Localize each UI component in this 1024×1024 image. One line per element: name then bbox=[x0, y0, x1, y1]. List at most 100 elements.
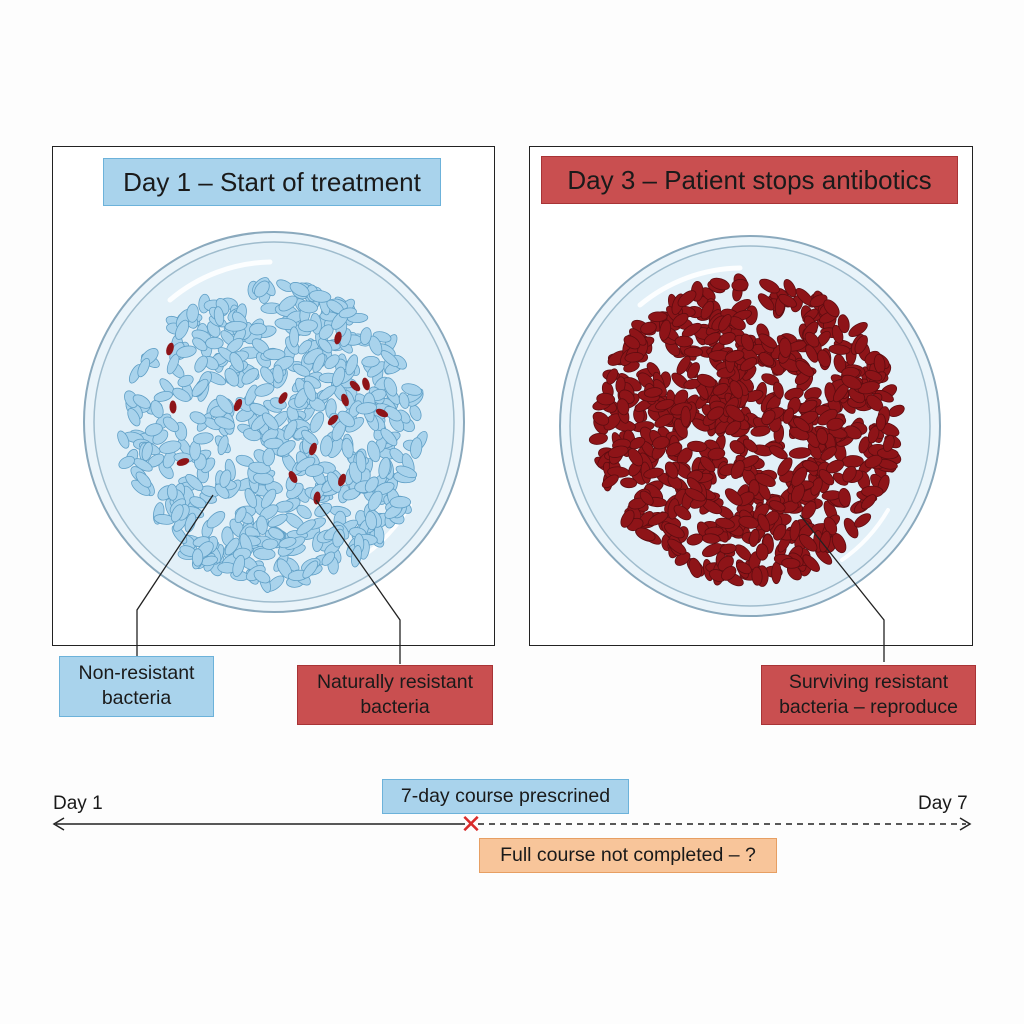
non-resistant-bacterium bbox=[194, 355, 208, 373]
resistant-bacterium bbox=[841, 374, 862, 390]
resistant-bacterium bbox=[771, 561, 782, 585]
non-resistant-bacterium bbox=[302, 560, 319, 579]
resistant-bacterium bbox=[736, 561, 752, 575]
non-resistant-bacterium bbox=[177, 374, 194, 388]
resistant-bacterium bbox=[882, 434, 895, 452]
non-resistant-bacterium bbox=[172, 387, 191, 402]
resistant-bacterium bbox=[858, 436, 870, 454]
non-resistant-bacterium bbox=[272, 364, 284, 384]
resistant-bacterium bbox=[702, 543, 723, 558]
non-resistant-bacterium bbox=[249, 322, 267, 336]
resistant-bacterium bbox=[874, 389, 894, 403]
non-resistant-bacterium bbox=[292, 363, 311, 377]
resistant-bacterium bbox=[809, 294, 828, 308]
resistant-bacterium bbox=[659, 319, 672, 341]
leader-line-surviving-resistant bbox=[799, 514, 885, 662]
resistant-bacterium bbox=[676, 355, 691, 375]
non-resistant-bacterium bbox=[184, 512, 197, 533]
resistant-bacterium bbox=[176, 458, 190, 466]
resistant-bacterium bbox=[757, 513, 771, 533]
resistant-bacterium bbox=[169, 400, 177, 414]
resistant-bacterium bbox=[719, 543, 737, 555]
resistant-bacterium bbox=[731, 278, 749, 292]
resistant-bacterium bbox=[854, 335, 868, 355]
resistant-bacterium bbox=[861, 494, 877, 510]
resistant-bacterium bbox=[864, 370, 883, 382]
resistant-bacterium bbox=[793, 417, 811, 432]
non-resistant-bacterium bbox=[384, 405, 402, 422]
resistant-bacterium bbox=[848, 322, 868, 337]
resistant-bacterium bbox=[375, 408, 389, 418]
resistant-bacterium bbox=[654, 413, 674, 428]
non-resistant-bacterium bbox=[380, 428, 398, 447]
resistant-bacterium bbox=[327, 414, 339, 426]
resistant-bacterium bbox=[624, 352, 644, 363]
resistant-bacterium bbox=[233, 398, 243, 412]
non-resistant-bacterium bbox=[214, 416, 236, 430]
resistant-bacterium bbox=[687, 362, 700, 379]
non-resistant-bacterium bbox=[216, 394, 234, 414]
naturally-resistant-bacteria-label: Naturally resistant bacteria bbox=[297, 665, 493, 725]
resistant-bacterium bbox=[758, 352, 775, 367]
resistant-bacterium bbox=[664, 461, 679, 479]
resistant-bacterium bbox=[725, 404, 745, 422]
non-resistant-bacterium bbox=[254, 280, 270, 298]
non-resistant-bacterium bbox=[365, 511, 378, 531]
resistant-bacterium bbox=[781, 557, 801, 569]
surviving-resistant-bacteria-label: Surviving resistant bacteria – reproduce bbox=[761, 665, 976, 725]
timeline-end-label: Day 7 bbox=[918, 793, 968, 814]
resistant-bacterium bbox=[801, 500, 817, 520]
resistant-bacterium bbox=[687, 440, 708, 453]
resistant-bacterium bbox=[724, 350, 745, 363]
resistant-bacterium bbox=[729, 440, 746, 455]
non-resistant-bacterium bbox=[234, 506, 247, 524]
resistant-bacterium bbox=[309, 442, 317, 456]
resistant-bacterium bbox=[349, 380, 361, 392]
resistant-bacterium bbox=[362, 377, 370, 391]
resistant-bacterium bbox=[601, 474, 619, 489]
resistant-bacterium bbox=[683, 346, 703, 358]
resistant-bacterium bbox=[795, 360, 815, 377]
resistant-bacterium bbox=[707, 406, 725, 421]
non-resistant-bacterium bbox=[364, 476, 379, 493]
non-resistant-bacterium bbox=[398, 392, 410, 409]
resistant-bacterium bbox=[166, 342, 174, 356]
non-resistant-bacterium bbox=[283, 419, 298, 441]
non-resistant-bacterium bbox=[345, 354, 359, 376]
non-resistant-bacterium bbox=[176, 345, 197, 358]
non-resistant-bacterium bbox=[320, 435, 333, 457]
non-resistant-bacterium bbox=[261, 538, 279, 550]
resistant-bacterium bbox=[805, 344, 819, 363]
resistant-bacterium bbox=[837, 314, 850, 334]
resistant-bacterium bbox=[667, 538, 687, 555]
resistant-bacterium bbox=[768, 500, 786, 512]
non-resistant-bacterium bbox=[367, 440, 381, 463]
resistant-bacterium bbox=[627, 448, 644, 467]
resistant-bacterium bbox=[338, 473, 346, 487]
non-resistant-bacterium bbox=[309, 411, 325, 433]
resistant-bacterium bbox=[639, 490, 654, 506]
course-prescribed-label: 7-day course prescrined bbox=[382, 779, 629, 814]
non-resistant-bacterium bbox=[205, 336, 224, 350]
non-resistant-bacterium bbox=[297, 339, 312, 355]
resistant-bacterium bbox=[817, 349, 831, 368]
resistant-bacterium bbox=[701, 533, 721, 544]
non-resistant-bacterium bbox=[338, 307, 357, 319]
resistant-bacterium bbox=[607, 445, 629, 458]
resistant-bacterium bbox=[635, 527, 656, 542]
non-resistant-bacterium bbox=[296, 504, 312, 520]
non-resistant-bacterium bbox=[389, 496, 411, 509]
non-resistant-bacterium bbox=[253, 570, 271, 584]
non-resistant-bacterium bbox=[262, 447, 275, 467]
resistant-bacterium bbox=[680, 405, 691, 428]
resistant-bacterium bbox=[864, 454, 883, 469]
non-resistant-bacterium bbox=[304, 464, 325, 477]
non-resistant-bacterium bbox=[268, 527, 285, 540]
resistant-bacterium bbox=[854, 513, 872, 528]
resistant-bacterium bbox=[341, 393, 349, 407]
non-resistant-bacterium bbox=[289, 326, 300, 348]
resistant-bacterium bbox=[664, 523, 685, 539]
stop-marker-icon: ✕ bbox=[460, 810, 482, 840]
non-resistant-bacterium bbox=[214, 483, 230, 499]
day3-title: Day 3 – Patient stops antibotics bbox=[541, 156, 958, 204]
